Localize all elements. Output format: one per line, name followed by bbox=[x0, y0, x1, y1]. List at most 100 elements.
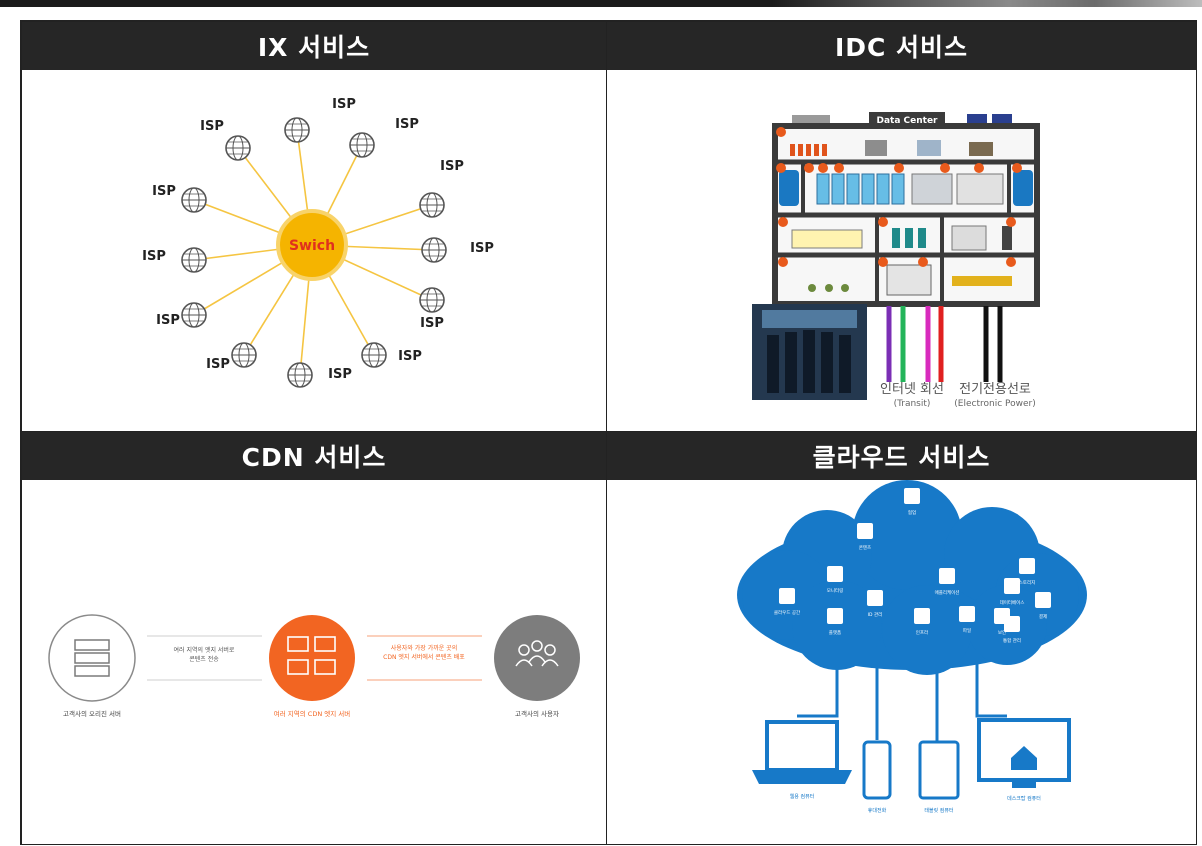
data-center-banner-text: Data Center bbox=[876, 116, 938, 126]
service-icon bbox=[959, 606, 975, 622]
isp-label: ISP bbox=[206, 357, 230, 372]
network-rack bbox=[956, 173, 1004, 205]
generators bbox=[892, 228, 926, 248]
device-connectors bbox=[797, 650, 1007, 742]
cooling-unit bbox=[779, 170, 799, 206]
service-icon bbox=[914, 608, 930, 624]
cloud-shape bbox=[737, 480, 1087, 675]
service-label: 통합 관리 bbox=[1003, 637, 1021, 644]
service-icon bbox=[939, 568, 955, 584]
arrows-to-user bbox=[367, 635, 482, 681]
globe-icon bbox=[181, 247, 207, 273]
service-label: 협업 bbox=[908, 509, 916, 516]
service-label: 콘텐츠 bbox=[859, 544, 871, 551]
badges bbox=[776, 127, 1022, 267]
origin-server-icon bbox=[74, 639, 110, 677]
phone-device bbox=[862, 740, 892, 800]
service-icon bbox=[1035, 592, 1051, 608]
ups-row bbox=[790, 144, 827, 156]
service-label: 보안 bbox=[998, 629, 1006, 636]
service-icon bbox=[827, 608, 843, 624]
laptop-device bbox=[765, 720, 839, 772]
edge-server-label: 여러 지역의 CDN 엣지 서버 bbox=[274, 709, 351, 718]
edge-server-circle bbox=[269, 615, 355, 701]
service-label: 애플리케이션 bbox=[935, 589, 960, 596]
globe-icon bbox=[361, 342, 387, 368]
cdn-panel: CDN 서비스 고객사의 오리진 서버 여러 지역의 엣지 서버로 콘텐츠 전송 bbox=[21, 431, 607, 845]
power-label: 전기전용선로 bbox=[959, 382, 1031, 397]
globe-icon bbox=[225, 135, 251, 161]
globe-icon bbox=[421, 237, 447, 263]
server-racks bbox=[816, 173, 905, 205]
server-cabinets bbox=[917, 140, 941, 156]
office-equipment bbox=[865, 140, 887, 156]
cloud-panel: 클라우드 서비스 bbox=[606, 431, 1197, 845]
service-icon bbox=[1019, 558, 1035, 574]
service-icon bbox=[904, 488, 920, 504]
isp-label: ISP bbox=[156, 313, 180, 328]
isp-label: ISP bbox=[420, 316, 444, 331]
battery-cabinet bbox=[1002, 226, 1012, 250]
globe-icon bbox=[287, 362, 313, 388]
arrow1-text-line2: 콘텐츠 전송 bbox=[189, 655, 219, 663]
user-circle bbox=[494, 615, 580, 701]
device-label: 휴대전화 bbox=[868, 807, 887, 814]
cooling-unit bbox=[1013, 170, 1033, 206]
laptop-keyboard bbox=[752, 770, 852, 784]
top-decorative-bar bbox=[0, 0, 1202, 7]
service-label: 인프라 bbox=[916, 629, 929, 636]
isp-label: ISP bbox=[395, 117, 419, 132]
user-label: 고객사의 사용자 bbox=[515, 709, 559, 718]
idc-panel-title: IDC 서비스 bbox=[607, 22, 1196, 70]
arrow2-text-line1: 사용자와 가장 가까운 곳의 bbox=[391, 644, 457, 652]
idc-panel: IDC 서비스 Data Center bbox=[606, 21, 1197, 432]
edge-server-icon bbox=[287, 636, 336, 675]
power-panel bbox=[951, 225, 987, 251]
origin-server-label: 고객사의 오리진 서버 bbox=[63, 709, 121, 718]
cloud-panel-title: 클라우드 서비스 bbox=[607, 432, 1196, 480]
service-label: 결제 bbox=[1039, 613, 1047, 620]
service-label: 클라우드 공간 bbox=[774, 609, 800, 616]
operator-desk bbox=[969, 142, 993, 156]
switch-hub-label: Swich bbox=[289, 238, 335, 254]
top-bar-gradient bbox=[772, 0, 1202, 7]
isp-label: ISP bbox=[398, 349, 422, 364]
power-sublabel: (Electronic Power) bbox=[954, 399, 1035, 409]
globe-icon bbox=[349, 132, 375, 158]
isp-label: ISP bbox=[470, 241, 494, 256]
isp-label: ISP bbox=[332, 97, 356, 112]
globe-icon bbox=[284, 117, 310, 143]
cdn-flow-diagram: 고객사의 오리진 서버 여러 지역의 엣지 서버로 콘텐츠 전송 여러 지역의 … bbox=[48, 614, 580, 718]
device-label: 데스크탑 컴퓨터 bbox=[1007, 795, 1041, 802]
globe-icon bbox=[181, 187, 207, 213]
users-icon bbox=[515, 640, 559, 667]
globe-icon bbox=[419, 192, 445, 218]
cdn-diagram: 고객사의 오리진 서버 여러 지역의 엣지 서버로 콘텐츠 전송 여러 지역의 … bbox=[22, 480, 606, 844]
service-label: 데이터베이스 bbox=[1000, 599, 1025, 606]
tablet-device bbox=[918, 740, 960, 800]
idc-diagram: Data Center bbox=[607, 70, 1196, 431]
globe-icon bbox=[231, 342, 257, 368]
switch-hub bbox=[276, 209, 348, 281]
service-icon bbox=[779, 588, 795, 604]
security-sensors bbox=[808, 284, 849, 292]
ix-star-diagram: ISPISPISPISPISPISPISPISPISPISPISPISPSwic… bbox=[142, 97, 494, 388]
service-icon bbox=[857, 523, 873, 539]
service-label: 플랫폼 bbox=[829, 629, 841, 636]
isp-label: ISP bbox=[152, 184, 176, 199]
ddm-monitor bbox=[791, 229, 863, 249]
transit-sublabel: (Transit) bbox=[894, 399, 931, 409]
globe-icon bbox=[419, 287, 445, 313]
storage-rack bbox=[911, 173, 953, 205]
meet-me-room bbox=[886, 264, 932, 296]
device-label: 태블릿 컴퓨터 bbox=[924, 807, 953, 814]
arrow2-text-line2: CDN 엣지 서버에서 콘텐츠 배포 bbox=[383, 653, 465, 661]
idc-building-diagram: Data Center bbox=[752, 112, 1040, 409]
service-label: 파일 bbox=[963, 627, 971, 634]
arrow1-text-line1: 여러 지역의 엣지 서버로 bbox=[174, 646, 235, 654]
isp-label: ISP bbox=[440, 159, 464, 174]
cdn-panel-title: CDN 서비스 bbox=[22, 432, 606, 480]
